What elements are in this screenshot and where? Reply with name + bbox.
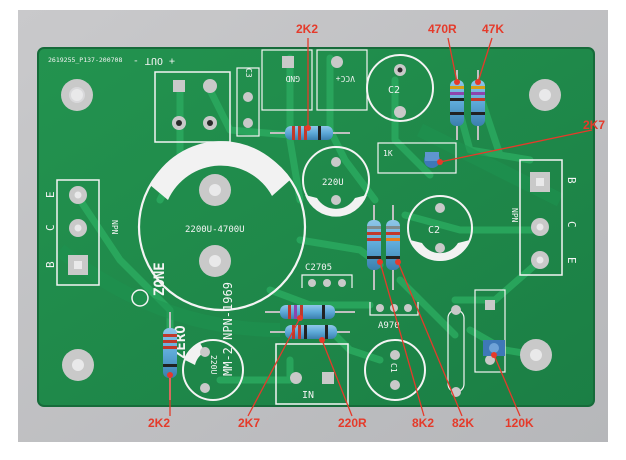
label-8k2: 8K2	[412, 416, 435, 430]
c2705-label: C2705	[305, 263, 332, 273]
mounting-hole-br	[520, 339, 552, 371]
silk-header-text: 2619255_P137-200708	[48, 56, 122, 64]
left-transistor-footprint	[56, 179, 100, 286]
gnd-vcc-footprint	[261, 49, 368, 111]
pot-1k-label: 1K	[383, 149, 393, 158]
a970-label: A970	[378, 321, 400, 331]
c2-mid-label: C2	[428, 225, 440, 236]
label-82k: 82K	[452, 416, 475, 430]
left-c-label: C	[44, 224, 57, 231]
label-120k: 120K	[505, 416, 534, 430]
annotation-dots	[167, 79, 497, 378]
c3-label: C3	[244, 68, 253, 78]
label-2k7-bottom: 2K7	[238, 416, 261, 430]
label-220r: 220R	[338, 416, 367, 430]
brand-model: MM-2 NPN-1969	[221, 282, 235, 376]
mounting-hole-bl	[62, 349, 94, 381]
cap-220u-low-label: 220U	[209, 355, 218, 374]
gnd-label: GND	[285, 74, 300, 83]
c2-mid-footprint	[407, 195, 473, 261]
right-e-label: E	[565, 257, 578, 264]
c1-footprint	[364, 339, 426, 401]
big-capacitor-footprint	[137, 141, 307, 312]
left-npn-label: NPN	[110, 220, 119, 235]
left-e-label: E	[44, 191, 57, 198]
brand-zone: ZONE	[152, 262, 168, 296]
big-capacitor-label: 2200U-4700U	[185, 225, 245, 235]
right-transistor-footprint	[519, 159, 563, 276]
resistor-8k2	[367, 205, 381, 290]
label-470r: 470R	[428, 22, 457, 36]
left-b-label: B	[44, 261, 57, 268]
label-47k: 47K	[482, 22, 505, 36]
label-2k7-right: 2K7	[583, 118, 606, 132]
out-label: + OUT -	[133, 55, 175, 66]
mounting-hole-tl	[61, 79, 93, 111]
c2705-footprint	[301, 274, 353, 288]
trimmer-120k	[483, 340, 505, 356]
c2-top-label: C2	[388, 85, 400, 96]
resistor-2k7-bottom	[265, 305, 355, 319]
cap-220u-mid-footprint	[302, 146, 370, 217]
vcc-label: VCC+	[336, 74, 355, 83]
cap-220u-mid-label: 220U	[322, 178, 344, 188]
c2-top-footprint	[366, 54, 434, 122]
brand-logo-icon	[131, 289, 149, 307]
resistor-220r	[270, 325, 350, 339]
out-connector-footprint	[154, 71, 231, 143]
resistor-82k	[386, 205, 400, 290]
label-2k2-top: 2K2	[296, 22, 319, 36]
c1-label: C1	[389, 363, 398, 373]
annotation-leaders	[169, 37, 593, 417]
right-npn-label: NPN	[510, 208, 519, 223]
resistor-2k2-top	[270, 126, 350, 140]
right-c-label: C	[565, 221, 578, 228]
c3-footprint	[236, 67, 260, 137]
in-connector-footprint	[275, 343, 349, 405]
in-label: IN	[302, 390, 314, 401]
cap-220u-low-footprint	[182, 339, 244, 401]
right-b-label: B	[565, 177, 578, 184]
fuse-footprint	[447, 305, 465, 397]
pot-1k-footprint	[377, 142, 457, 174]
label-2k2-bottom: 2K2	[148, 416, 171, 430]
mounting-hole-tr	[529, 79, 561, 111]
resistor-470r	[450, 70, 464, 140]
